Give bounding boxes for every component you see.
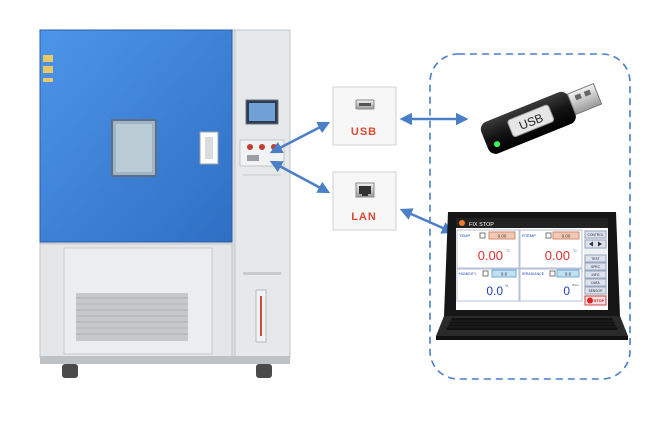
stop-button-label: STOP (594, 299, 605, 303)
ethernet-port-icon (355, 182, 375, 198)
panel-value: 0.0 (486, 284, 503, 298)
usb-flash-drive-icon: USB (480, 82, 603, 154)
side-button-label: SPEC (591, 265, 601, 269)
reading-panel-irradiance: IRRADIANCE 0.0 0 W/m² (519, 268, 583, 302)
arrow-chamber-to-usb (269, 121, 331, 154)
usb-port-label: USB (351, 126, 377, 138)
reading-panel-rtemp: RTEMP 0.00 0.00 °C (519, 229, 583, 269)
checkbox[interactable] (479, 232, 486, 239)
panel-setpoint: 0.00 (498, 234, 507, 239)
panel-label: TEMP (459, 233, 470, 238)
panel-value: 0 (563, 284, 570, 298)
arrow-chamber-to-lan (269, 160, 331, 194)
test-chamber (39, 29, 291, 378)
lan-port-label: LAN (351, 211, 377, 223)
panel-label: HUMIDITY (459, 272, 477, 276)
side-button-label: CONTROL (587, 233, 603, 237)
vent-grille (76, 293, 188, 341)
header-logo-icon (459, 220, 465, 226)
stop-button[interactable]: STOP (584, 295, 607, 306)
side-button-label: SENSOR (589, 289, 604, 293)
side-button-label: INFO (592, 273, 600, 277)
side-button-spec[interactable] (584, 262, 607, 271)
side-button-test[interactable] (584, 254, 607, 263)
panel-unit: °C (573, 249, 577, 253)
side-button-label: TEST (591, 257, 599, 261)
connection-arrows (269, 112, 469, 234)
usb-flash-drive: USB (480, 82, 603, 154)
screen-side-menu: CONTROL TEST SPEC INFO DATA SENSOR (584, 230, 607, 300)
checkbox[interactable] (482, 270, 489, 277)
laptop: FIX STOP TEMP 0.00 0.00 °C RTEMP 0.00 0.… (436, 212, 628, 340)
checkbox[interactable] (549, 270, 556, 277)
usb-port-panel: USB (332, 86, 397, 146)
panel-setpoint: 0.0 (501, 272, 508, 277)
arrow-lan-to-laptop (399, 208, 455, 234)
panel-unit: °C (506, 249, 510, 253)
panel-value: 0.00 (545, 248, 570, 263)
panel-unit: % (505, 284, 508, 288)
panel-value: 0.00 (478, 248, 503, 263)
device-group-frame (429, 53, 631, 380)
side-button-data[interactable] (584, 278, 607, 287)
panel-setpoint: 0.0 (565, 272, 572, 277)
reading-panel-humidity: HUMIDITY 0.0 0.0 % (456, 268, 520, 302)
panel-label: RTEMP (522, 233, 536, 238)
reading-panel-temp: TEMP 0.00 0.00 °C (456, 229, 520, 269)
side-button-label: DATA (591, 281, 600, 285)
usb-port-icon (355, 99, 375, 110)
screen-header-title: FIX STOP (469, 222, 494, 228)
usb-led (494, 141, 501, 148)
side-button-control[interactable] (584, 230, 607, 239)
side-button-info[interactable] (584, 270, 607, 279)
panel-label: IRRADIANCE (522, 272, 545, 276)
stop-icon (587, 297, 593, 304)
panel-setpoint: 0.00 (562, 234, 571, 239)
panel-unit: W/m² (572, 283, 579, 287)
checkbox[interactable] (545, 232, 552, 239)
side-button-sensor[interactable] (584, 286, 607, 295)
nav-arrows-icon[interactable] (584, 239, 607, 249)
lan-port-panel: LAN (332, 171, 397, 231)
